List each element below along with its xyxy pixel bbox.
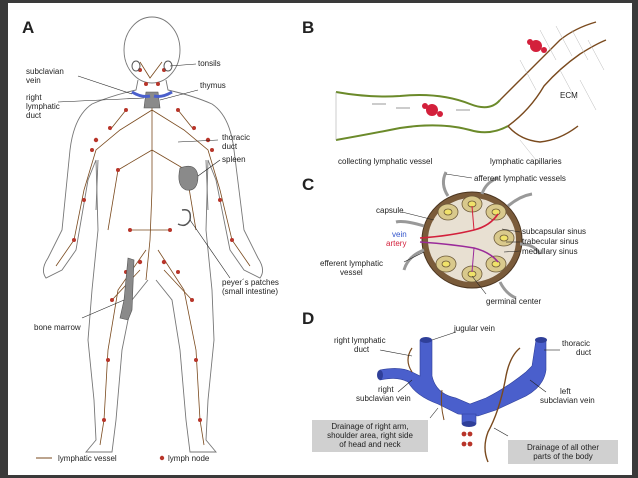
label-efferent-1: efferent lymphatic (320, 259, 383, 268)
callout-other-line-1: Drainage of all other (527, 443, 599, 452)
panel-a: A (22, 16, 279, 463)
ecm-hatching (519, 25, 605, 161)
label-subclavian-1: subclavian (26, 67, 64, 76)
label-medullary: medullary sinus (522, 247, 578, 256)
germinal-follicles (435, 195, 515, 283)
callout-right-drainage (312, 420, 428, 452)
label-thoracic-2: duct (222, 142, 238, 151)
label-vein: vein (392, 230, 407, 239)
panel-d-letter: D (302, 309, 314, 328)
label-germinal: germinal center (486, 297, 541, 306)
panel-b-letter: B (302, 18, 314, 37)
right-subclavian-opening (377, 370, 383, 380)
capillary-branch (507, 125, 579, 143)
label-right-sub-2: subclavian vein (356, 394, 411, 403)
callout-right-line-2: shoulder area, right side (327, 431, 413, 440)
label-right-lymph-3: duct (26, 111, 42, 120)
legend-vessel-label: lymphatic vessel (58, 454, 117, 463)
label-left-sub-2: subclavian vein (540, 396, 595, 405)
svc-opening (462, 421, 476, 427)
panel-a-letter: A (22, 18, 34, 37)
label-lymphatic-capillaries: lymphatic capillaries (490, 157, 562, 166)
panel-c-leaders (401, 173, 521, 295)
body-outline (43, 16, 263, 453)
flow-arrows (372, 103, 470, 111)
peyers-patches-organ (177, 208, 192, 227)
capillary-lower-wall (507, 39, 607, 127)
panel-d-leaders (379, 331, 560, 437)
label-bone-marrow: bone marrow (34, 323, 81, 332)
label-afferent: afferent lymphatic vessels (474, 174, 566, 183)
collecting-vessel-bottom-wall (335, 124, 509, 141)
label-thoracic-1: thoracic (222, 133, 250, 142)
lymphatic-vessels (55, 61, 251, 446)
label-left-sub-1: left (560, 387, 571, 396)
spleen-organ (178, 165, 199, 191)
label-collecting-vessel: collecting lymphatic vessel (338, 157, 432, 166)
duct-lymph-nodes (461, 431, 473, 447)
right-lymphatic-duct-line (407, 347, 413, 373)
frame-border-right (632, 0, 638, 478)
label-ecm: ECM (560, 91, 578, 100)
label-thoracic-d-2: duct (576, 348, 592, 357)
callout-other-drainage (508, 440, 618, 464)
callout-right-line-3: of head and neck (339, 440, 401, 449)
frame-border-top (0, 0, 638, 3)
jugular-opening-left (535, 337, 547, 343)
label-jugular: jugular vein (453, 324, 495, 333)
panel-b: B ECM collecting lymphatic vessel lympha… (302, 18, 607, 166)
callout-other-line-2: parts of the body (533, 452, 593, 461)
jugular-opening-right (420, 337, 432, 343)
label-subcapsular: subcapsular sinus (522, 227, 586, 236)
panel-c: C (302, 171, 586, 306)
label-spleen: spleen (222, 155, 246, 164)
label-tonsils: tonsils (198, 59, 221, 68)
legend-node-swatch (159, 455, 165, 461)
red-cells (422, 39, 547, 117)
label-trabecular: trabecular sinus (522, 237, 578, 246)
callout-right-line-1: Drainage of right arm, (331, 422, 408, 431)
label-efferent-2: vessel (340, 268, 363, 277)
capillary-upper-wall (499, 21, 597, 101)
veins-network (379, 339, 547, 425)
panel-a-leaders (57, 63, 231, 319)
panel-d: D jugular vein right lymphatic (302, 309, 618, 464)
label-capsule: capsule (376, 206, 404, 215)
subclavian-vein-mark-left (153, 90, 173, 98)
frame-border-left (0, 0, 8, 478)
subclavian-vein-mark (131, 90, 151, 98)
label-right-lymph-duct-2: duct (354, 345, 370, 354)
panel-c-letter: C (302, 175, 314, 194)
right-drain-line (440, 389, 445, 421)
artery-branch (471, 205, 475, 231)
tonsils-organ-left (131, 60, 141, 72)
vein-branch (471, 247, 475, 273)
label-right-lymph-duct-1: right lymphatic (334, 336, 386, 345)
thymus-organ (143, 91, 161, 109)
label-thymus: thymus (200, 81, 226, 90)
label-right-lymph-1: right (26, 93, 42, 102)
collecting-vessel-top-wall (335, 91, 501, 109)
label-artery: artery (386, 239, 406, 248)
thoracic-duct-line (484, 347, 521, 463)
legend-node-label: lymph node (168, 454, 210, 463)
lymph-node-vessels (395, 171, 542, 300)
label-thoracic-d-1: thoracic (562, 339, 590, 348)
label-right-lymph-2: lymphatic (26, 102, 60, 111)
label-right-sub-1: right (378, 385, 394, 394)
frame-border-bottom (0, 475, 638, 478)
label-subclavian-2: vein (26, 76, 41, 85)
panel-a-legend: lymphatic vessel lymph node (36, 454, 210, 463)
label-peyers-2: (small intestine) (222, 287, 278, 296)
label-peyers-1: peyer´s patches (222, 278, 279, 287)
